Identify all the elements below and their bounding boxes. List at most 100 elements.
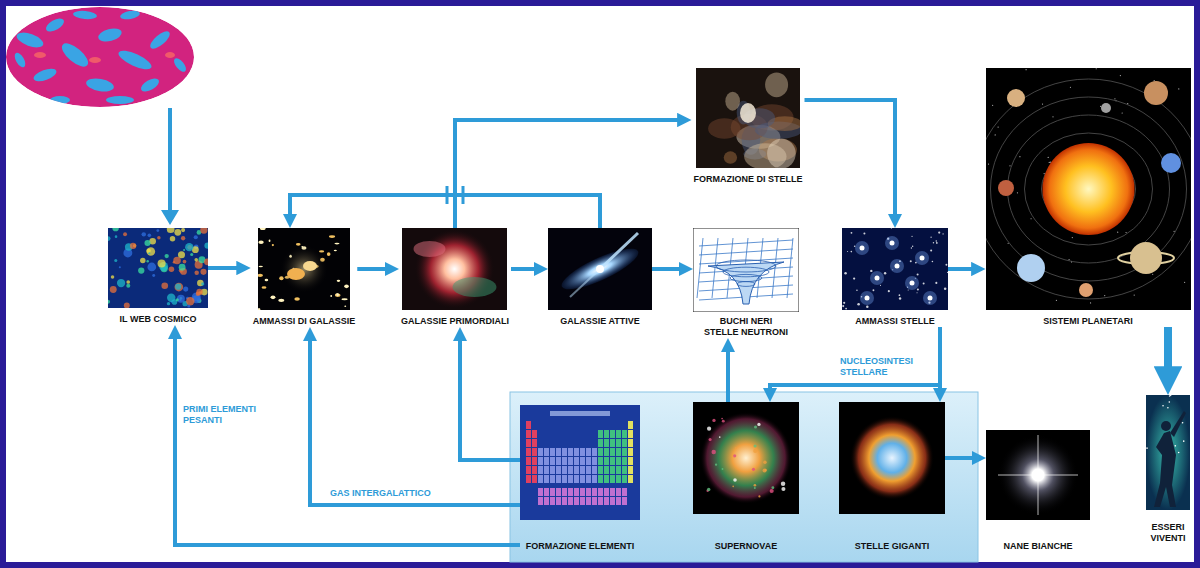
web-dot	[146, 260, 148, 262]
element-cell	[616, 488, 621, 496]
debris	[712, 419, 715, 422]
element-cell	[574, 475, 579, 483]
planetary-nebula	[850, 416, 934, 500]
node-picture	[402, 228, 507, 310]
element-cell	[544, 475, 549, 483]
web-dot	[115, 235, 118, 238]
art-ground	[842, 228, 948, 310]
web-dot	[176, 298, 179, 301]
web-dot	[147, 263, 156, 272]
web-dot	[148, 252, 150, 254]
jet	[570, 269, 600, 297]
element-cell	[628, 430, 633, 438]
element-cell	[532, 439, 537, 447]
picture-node: AMMASSI DI GALASSIE	[251, 228, 358, 327]
element-cell	[616, 457, 621, 465]
web-dot	[194, 270, 198, 274]
picture-node: NANE BIANCHE	[986, 430, 1090, 552]
node-label: ESSERI VIVENTI	[1146, 522, 1190, 544]
element-cell	[592, 448, 597, 456]
art-ground	[839, 402, 945, 514]
star-spike	[1038, 435, 1039, 515]
star	[917, 288, 919, 290]
element-cell	[538, 475, 543, 483]
cmb-spot	[34, 52, 46, 58]
web-dot	[197, 280, 204, 287]
web-dot	[169, 267, 175, 273]
web-dot	[158, 259, 166, 267]
web-dot	[144, 240, 150, 246]
star	[1162, 405, 1164, 407]
element-cell	[628, 466, 633, 474]
element-cell	[586, 457, 591, 465]
element-cell	[562, 475, 567, 483]
debris	[732, 486, 734, 488]
element-cell	[574, 457, 579, 465]
element-cell	[550, 448, 555, 456]
element-cell	[628, 475, 633, 483]
star	[1152, 274, 1153, 275]
element-cell	[610, 488, 615, 496]
element-cell	[598, 430, 603, 438]
galaxy-dot	[330, 295, 332, 297]
star	[923, 282, 925, 284]
debris	[709, 438, 712, 441]
element-cell	[562, 497, 567, 505]
element-cell	[592, 488, 597, 496]
web-dot	[185, 243, 193, 251]
web-dot	[108, 300, 110, 304]
element-cell	[556, 466, 561, 474]
star-glow	[870, 271, 884, 285]
planet	[1101, 103, 1111, 113]
star	[880, 285, 881, 286]
web-dot	[178, 251, 185, 258]
element-cell	[598, 466, 603, 474]
element-cell	[610, 430, 615, 438]
star	[856, 290, 857, 291]
star	[1055, 300, 1056, 301]
galaxy-dot	[260, 228, 266, 230]
element-cell	[568, 457, 573, 465]
star	[895, 264, 900, 269]
cmb-spot	[119, 9, 140, 20]
web-dot	[126, 280, 130, 284]
element-cell	[604, 488, 609, 496]
star	[912, 245, 913, 246]
web-dot	[200, 228, 207, 234]
galaxy-dot	[329, 235, 335, 238]
element-cell	[544, 457, 549, 465]
element-cell	[568, 488, 573, 496]
web-dot	[175, 284, 181, 290]
element-cell	[586, 466, 591, 474]
element-cell	[622, 457, 627, 465]
galaxy-dot	[271, 295, 276, 299]
element-cell	[562, 457, 567, 465]
element-cell	[592, 475, 597, 483]
art-ground	[258, 228, 350, 310]
orbit	[990, 97, 1186, 281]
art-ground	[693, 402, 799, 514]
debris	[781, 487, 785, 491]
star-glow	[885, 236, 899, 250]
cmb-spot	[32, 66, 58, 84]
web-dot	[204, 242, 208, 248]
star-glow	[998, 435, 1078, 515]
star	[1167, 407, 1169, 409]
galaxy-glow	[415, 229, 495, 309]
cmb-spot	[172, 56, 188, 73]
flow-arrow	[652, 267, 685, 271]
star	[1127, 103, 1128, 104]
star	[850, 251, 852, 253]
star	[899, 297, 901, 299]
flow-arrow	[357, 267, 391, 271]
cmb-spot	[89, 57, 101, 63]
element-cell	[526, 439, 531, 447]
element-cell	[562, 448, 567, 456]
well-ring	[737, 282, 755, 287]
element-cell	[580, 488, 585, 496]
galaxy	[287, 268, 305, 280]
element-cell	[604, 475, 609, 483]
star	[945, 264, 947, 266]
art-ground	[108, 228, 208, 308]
